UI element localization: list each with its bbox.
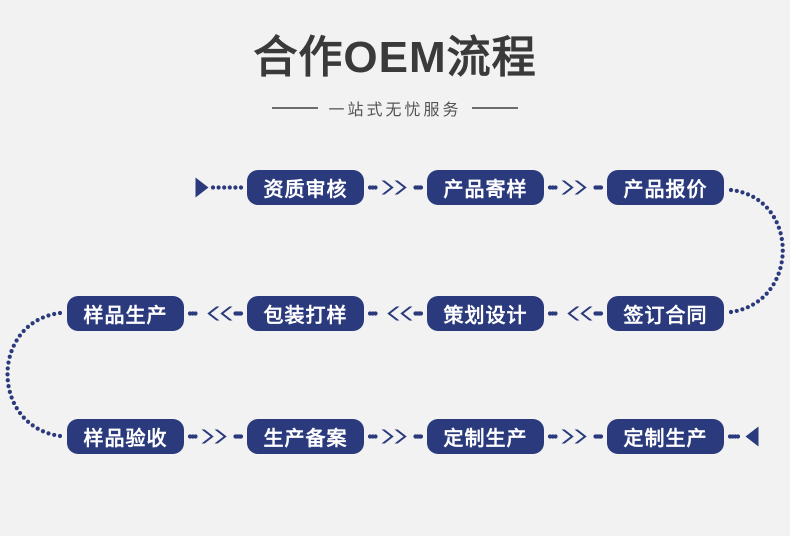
subtitle-dash-right: [471, 107, 518, 109]
flow-node[interactable]: 生产备案: [247, 419, 364, 454]
flow-node[interactable]: 产品寄样: [427, 170, 544, 205]
flow-node[interactable]: 定制生产: [607, 419, 724, 454]
subtitle-text: 一站式无忧服务: [328, 102, 462, 119]
flow-node[interactable]: 定制生产: [427, 419, 544, 454]
page-subtitle: 一站式无忧服务: [0, 96, 790, 120]
flow-node[interactable]: 资质审核: [247, 170, 364, 205]
flow-node[interactable]: 样品生产: [67, 296, 184, 331]
flow-node[interactable]: 策划设计: [427, 296, 544, 331]
subtitle-dash-left: [272, 107, 319, 109]
flow-node[interactable]: 签订合同: [607, 296, 724, 331]
page-title: 合作OEM流程: [253, 33, 537, 82]
flow-node[interactable]: 样品验收: [67, 419, 184, 454]
flow-node[interactable]: 包装打样: [247, 296, 364, 331]
flow-node[interactable]: 产品报价: [607, 170, 724, 205]
